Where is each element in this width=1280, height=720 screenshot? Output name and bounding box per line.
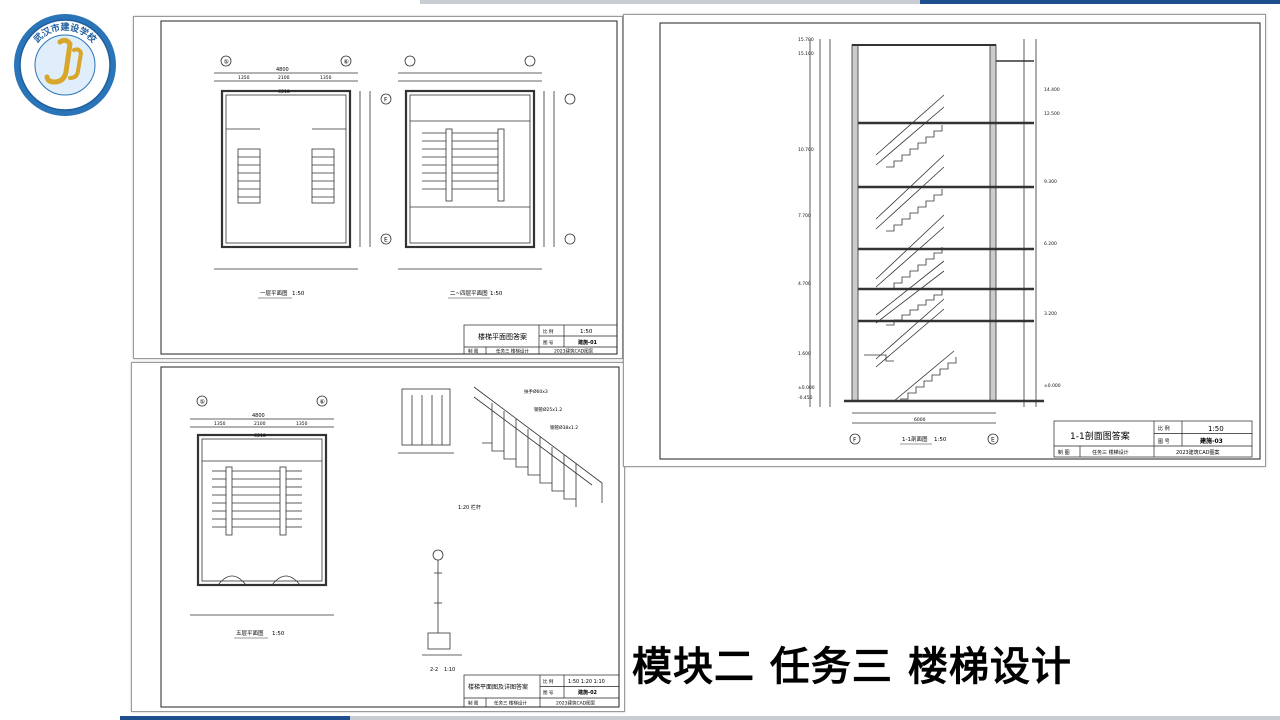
tb-no-label: 图 号 bbox=[543, 690, 554, 696]
tb-no-label: 图 号 bbox=[1158, 439, 1170, 445]
level-label: 15.700 bbox=[798, 37, 814, 43]
grid-label-E: E bbox=[384, 237, 388, 244]
level-label: 10.700 bbox=[798, 147, 814, 153]
tb-title: 1-1剖面图答案 bbox=[1070, 430, 1130, 442]
dim-a: 1350 bbox=[238, 75, 250, 81]
grid-label-5: ⑤ bbox=[200, 399, 205, 406]
tb-org: 2023建筑CAD图案 bbox=[1176, 449, 1220, 456]
grid-label-6: ⑥ bbox=[320, 399, 325, 406]
section-scale: 1:50 bbox=[934, 437, 947, 443]
plan1-label: 一层平面图 bbox=[260, 289, 288, 297]
section-label: 1-1剖面图 bbox=[902, 435, 928, 443]
school-logo: 武汉市建设学校 WUHAN SHI JIAN SHE XUE XIAO bbox=[12, 12, 118, 118]
tb-title: 楼梯平面图答案 bbox=[478, 332, 527, 341]
dim-b: 2100 bbox=[278, 75, 290, 81]
dim-b: 2100 bbox=[254, 421, 266, 427]
bottom-bar-blue bbox=[120, 716, 350, 720]
right-level-label: 3.200 bbox=[1044, 311, 1057, 317]
slide-title: 模块二 任务三 楼梯设计 bbox=[632, 644, 1072, 690]
plan2-label: 二~四层平面图 bbox=[450, 289, 488, 297]
tb-scale-label: 比 例 bbox=[543, 328, 554, 335]
top-bar-blue bbox=[920, 0, 1280, 4]
tb-scale: 1:50 bbox=[580, 329, 593, 335]
tb-org: 2023建筑CAD图案 bbox=[554, 348, 594, 355]
right-level-label: 12.500 bbox=[1044, 111, 1060, 117]
level-label: -0.450 bbox=[798, 395, 813, 401]
rail-tube-b: 钢管Ø38x1.2 bbox=[550, 424, 578, 431]
tb-no: 建施-01 bbox=[577, 339, 598, 346]
detail-22-label: 2-2 bbox=[430, 667, 438, 673]
drawing-sheet-section: F E 6000 15.700 15.100 10.700 7.700 4.70… bbox=[623, 14, 1266, 467]
dim-c: 1350 bbox=[320, 75, 332, 81]
level-label: 1.600 bbox=[798, 351, 811, 357]
level-label: ±0.000 bbox=[798, 385, 815, 391]
grid-label-F: F bbox=[384, 97, 388, 104]
level-label: 7.700 bbox=[798, 213, 811, 219]
level-label: 15.100 bbox=[798, 51, 814, 57]
tb-scale: 1:50 bbox=[1208, 425, 1224, 433]
tb-task: 任务三 楼梯设计 bbox=[496, 348, 529, 355]
grid-label-E: E bbox=[991, 437, 995, 444]
detail-22-scale: 1:10 bbox=[444, 667, 455, 673]
drawing-sheet-details: ⑤ ⑥ 4800 1350 2100 1350 C218 五层平面图 1:50 … bbox=[131, 362, 625, 712]
dim-total: 4800 bbox=[276, 67, 289, 73]
tb-drawer: 制 图 bbox=[468, 348, 479, 355]
beam-label: C218 bbox=[278, 89, 290, 95]
tb-drawer: 制 图 bbox=[1058, 449, 1070, 456]
grid-label-5: ⑤ bbox=[224, 59, 229, 66]
tb-no: 建施-03 bbox=[1200, 437, 1223, 445]
tb-drawer: 制 图 bbox=[468, 700, 479, 707]
plan5-scale: 1:50 bbox=[272, 631, 285, 637]
beam-label: C218 bbox=[254, 433, 266, 439]
rail-label: 1:20 栏杆 bbox=[458, 504, 481, 511]
top-bar-gray bbox=[420, 0, 1280, 4]
dim-c: 1350 bbox=[296, 421, 308, 427]
bottom-bar-gray bbox=[350, 716, 1280, 720]
tb-org: 2023建筑CAD图案 bbox=[556, 700, 596, 707]
drawing-sheet-plans: ⑤ ⑥ F E 4800 1350 2100 1350 C218 一层平面图 1… bbox=[133, 16, 623, 359]
right-level-label: 6.200 bbox=[1044, 241, 1057, 247]
level-label: 4.700 bbox=[798, 281, 811, 287]
tb-scale-label: 比 例 bbox=[543, 678, 554, 685]
dim-bottom: 6000 bbox=[914, 417, 926, 423]
tb-task: 任务三 楼梯设计 bbox=[494, 700, 527, 707]
tb-title: 楼梯平面图及详图答案 bbox=[468, 683, 528, 691]
tb-no-label: 图 号 bbox=[543, 340, 554, 346]
dim-total: 4800 bbox=[252, 413, 265, 419]
rail-handrail: 扶手Ø60x3 bbox=[524, 388, 548, 395]
tb-no: 建施-02 bbox=[577, 689, 598, 696]
rail-tube-a: 钢管Ø25x1.2 bbox=[534, 406, 562, 413]
grid-label-F: F bbox=[853, 437, 857, 444]
plan2-scale: 1:50 bbox=[490, 291, 503, 297]
tb-task: 任务三 楼梯设计 bbox=[1092, 449, 1129, 456]
right-level-label: ±0.000 bbox=[1044, 383, 1061, 389]
right-level-label: 14.400 bbox=[1044, 87, 1060, 93]
plan5-label: 五层平面图 bbox=[236, 629, 264, 637]
tb-scale-label: 比 例 bbox=[1158, 425, 1170, 432]
right-level-label: 9.300 bbox=[1044, 179, 1057, 185]
dim-a: 1350 bbox=[214, 421, 226, 427]
plan1-scale: 1:50 bbox=[292, 291, 305, 297]
grid-label-6: ⑥ bbox=[344, 59, 349, 66]
tb-scale: 1:50 1:20 1:10 bbox=[568, 679, 605, 685]
